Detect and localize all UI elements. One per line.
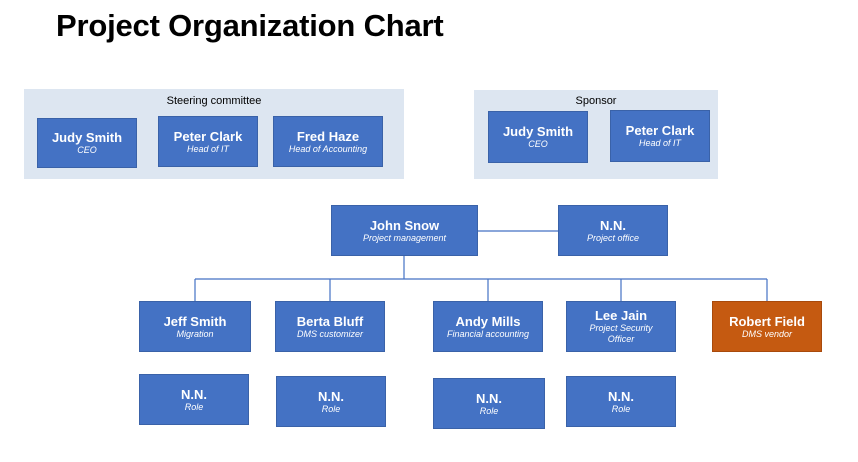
member-role: Migration	[176, 328, 214, 339]
member-name: Peter Clark	[625, 123, 695, 138]
member-role: Head of IT	[186, 143, 230, 154]
member-name: Lee Jain	[594, 308, 648, 323]
steering-member-peter-clark: Peter Clark Head of IT	[158, 116, 258, 167]
steering-committee-label: Steering committee	[166, 95, 262, 107]
member-name: N.N.	[181, 386, 207, 402]
member-role: Role	[479, 405, 499, 416]
team-member-andy-mills: Andy Mills Financial accounting	[433, 301, 543, 352]
member-role: CEO	[77, 145, 97, 155]
member-name: N.N.	[608, 388, 634, 404]
project-office-box: N.N. Project office	[558, 205, 668, 256]
team-member-berta-bluff: Berta Bluff DMS customizer	[275, 301, 385, 352]
sponsor-member-peter-clark: Peter Clark Head of IT	[610, 110, 710, 162]
member-name: N.N.	[600, 217, 626, 233]
role-box-migration: N.N. Role	[139, 374, 249, 425]
member-name: Peter Clark	[173, 128, 243, 144]
member-role: Head of IT	[638, 138, 682, 148]
member-name: Fred Haze	[296, 128, 360, 144]
member-role: CEO	[528, 139, 548, 149]
team-member-jeff-smith: Jeff Smith Migration	[139, 301, 251, 352]
role-box-security-officer: N.N. Role	[566, 376, 676, 427]
member-name: Judy Smith	[51, 130, 123, 145]
member-name: John Snow	[369, 217, 440, 233]
sponsor-label: Sponsor	[575, 95, 617, 107]
member-role: DMS vendor	[741, 328, 793, 339]
steering-member-judy-smith: Judy Smith CEO	[37, 118, 137, 168]
role-box-dms-customizer: N.N. Role	[276, 376, 386, 427]
member-role: Project office	[586, 232, 640, 243]
member-role: Role	[184, 401, 204, 412]
member-role: Financial accounting	[446, 328, 530, 339]
team-member-robert-field: Robert Field DMS vendor	[712, 301, 822, 352]
member-role: Role	[321, 403, 341, 414]
member-name: Andy Mills	[455, 313, 521, 329]
member-name: N.N.	[476, 390, 502, 406]
role-box-financial-accounting: N.N. Role	[433, 378, 545, 429]
member-role: Project management	[362, 232, 447, 243]
member-role: Project Security Officer	[589, 323, 653, 344]
member-name: Robert Field	[729, 313, 805, 329]
member-name: N.N.	[318, 388, 344, 404]
sponsor-member-judy-smith: Judy Smith CEO	[488, 111, 588, 163]
member-role: Head of Accounting	[288, 143, 368, 154]
member-role: DMS customizer	[296, 328, 363, 339]
page-title: Project Organization Chart	[56, 8, 444, 43]
steering-member-fred-haze: Fred Haze Head of Accounting	[273, 116, 383, 167]
member-name: Judy Smith	[502, 124, 574, 139]
member-name: Jeff Smith	[163, 313, 227, 329]
member-role: Role	[611, 403, 631, 414]
project-management-box: John Snow Project management	[331, 205, 478, 256]
member-name: Berta Bluff	[296, 313, 364, 329]
team-member-lee-jain: Lee Jain Project Security Officer	[566, 301, 676, 352]
